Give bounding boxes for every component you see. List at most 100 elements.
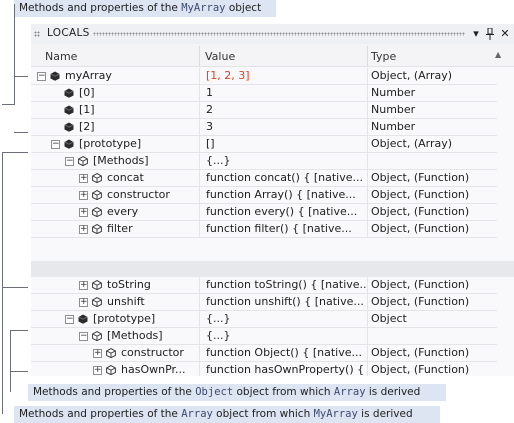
row-name: [1] <box>79 103 95 116</box>
row-value[interactable]: function Array() { [native... <box>206 188 356 201</box>
expand-icon[interactable]: + <box>79 297 88 307</box>
locals-row[interactable]: + constructor function Object() { [native.… <box>31 345 497 362</box>
row-value[interactable]: function unshift() { [native... <box>206 295 364 308</box>
row-name: [prototype] <box>79 137 142 150</box>
column-divider[interactable] <box>367 46 368 67</box>
row-value[interactable]: [1, 2, 3] <box>206 69 250 82</box>
method-icon <box>92 224 102 234</box>
row-type: Object, (Function) <box>371 171 470 184</box>
expand-icon[interactable]: + <box>93 365 102 375</box>
row-type: Object, (Array) <box>371 137 453 150</box>
row-value[interactable]: function Object() { [native... <box>206 346 362 359</box>
row-value[interactable]: 1 <box>206 86 213 99</box>
row-name: every <box>107 205 139 218</box>
column-name[interactable]: Name <box>45 50 78 63</box>
locals-grid-continued: + toString function toString() { [native..… <box>31 277 514 376</box>
cell-divider <box>199 119 200 136</box>
row-value[interactable]: [] <box>206 137 215 150</box>
callout-text: is derived <box>357 408 413 420</box>
cell-divider <box>199 362 200 376</box>
row-value[interactable]: function concat() { [native... <box>206 171 363 184</box>
cell-divider <box>199 277 200 294</box>
cell-divider <box>367 277 368 294</box>
column-type[interactable]: Type <box>371 50 397 63</box>
locals-row[interactable]: + toString function toString() { [native..… <box>31 277 497 294</box>
callout-text: Methods and properties of the <box>33 386 196 398</box>
row-type: Object, (Array) <box>371 69 453 82</box>
row-name: toString <box>107 278 151 291</box>
locals-window: LOCALS ▾ ✕ Name Value Type ▲ −myArray[1,… <box>31 24 514 376</box>
guide-line <box>2 104 15 105</box>
callout-code: Array <box>181 408 213 420</box>
method-icon <box>106 365 116 375</box>
cell-divider <box>367 328 368 345</box>
row-type: Object, (Function) <box>371 363 470 376</box>
cell-divider <box>199 294 200 311</box>
row-value[interactable]: function filter() { [native... <box>206 222 352 235</box>
cell-divider <box>367 311 368 328</box>
row-value[interactable]: function hasOwnProperty() { ... <box>206 363 366 376</box>
row-type: Object, (Function) <box>371 346 470 359</box>
object-icon <box>50 71 60 81</box>
close-icon[interactable]: ✕ <box>500 27 510 40</box>
locals-row[interactable]: +hasOwnPr...function hasOwnProperty() { … <box>31 362 497 376</box>
cell-divider <box>199 102 200 119</box>
object-icon <box>64 139 74 149</box>
column-value[interactable]: Value <box>205 50 236 63</box>
collapse-icon[interactable]: − <box>51 139 60 149</box>
row-type: Number <box>371 120 416 133</box>
row-value[interactable]: {...} <box>206 329 231 342</box>
row-name: [Methods] <box>107 329 163 342</box>
row-type: Number <box>371 86 416 99</box>
row-value[interactable]: function every() { [native... <box>206 205 358 218</box>
cell-divider <box>367 170 368 187</box>
locals-row[interactable]: − [prototype] [] Object, (Array) <box>31 136 497 153</box>
drag-grip-icon[interactable] <box>34 31 40 37</box>
column-divider[interactable] <box>199 46 200 67</box>
row-value[interactable]: 3 <box>206 120 213 133</box>
window-titlebar[interactable]: LOCALS ▾ ✕ <box>31 24 514 44</box>
locals-row[interactable]: −[prototype]{...}Object <box>31 311 497 328</box>
scroll-up-icon[interactable]: ▲ <box>495 50 502 59</box>
row-type: Object, (Function) <box>371 222 470 235</box>
collapse-icon[interactable]: − <box>79 331 88 341</box>
expand-icon[interactable]: + <box>93 348 102 358</box>
cell-divider <box>199 221 200 238</box>
row-name: constructor <box>121 346 184 359</box>
dropdown-arrow-icon[interactable]: ▾ <box>473 27 479 40</box>
row-value[interactable]: {...} <box>206 154 231 167</box>
expand-icon[interactable]: + <box>79 190 88 200</box>
locals-row[interactable]: −[Methods]{...} <box>31 153 497 170</box>
row-value[interactable]: {...} <box>206 312 231 325</box>
collapse-icon[interactable]: − <box>37 71 46 81</box>
method-icon <box>92 207 102 217</box>
pin-icon[interactable] <box>483 26 497 42</box>
collapse-icon[interactable]: − <box>65 156 74 166</box>
expand-icon[interactable]: + <box>79 173 88 183</box>
method-icon <box>92 280 102 290</box>
object-icon <box>64 105 74 115</box>
locals-row[interactable]: −myArray[1, 2, 3]Object, (Array) <box>31 68 497 85</box>
collapse-icon[interactable]: − <box>65 314 74 324</box>
object-icon <box>64 88 74 98</box>
cell-divider <box>367 294 368 311</box>
expand-icon[interactable]: + <box>79 224 88 234</box>
cell-divider <box>367 221 368 238</box>
callout-text: Methods and properties of the <box>19 408 182 420</box>
object-icon <box>78 314 88 324</box>
expand-icon[interactable]: + <box>79 207 88 217</box>
locals-row[interactable]: − [Methods] {...} <box>31 328 497 345</box>
callout-array: Methods and properties of the Array obje… <box>14 406 440 423</box>
row-value[interactable]: 2 <box>206 103 213 116</box>
row-value[interactable]: function toString() { [native... <box>206 278 366 291</box>
method-icon <box>92 331 102 341</box>
expand-icon[interactable]: + <box>79 280 88 290</box>
